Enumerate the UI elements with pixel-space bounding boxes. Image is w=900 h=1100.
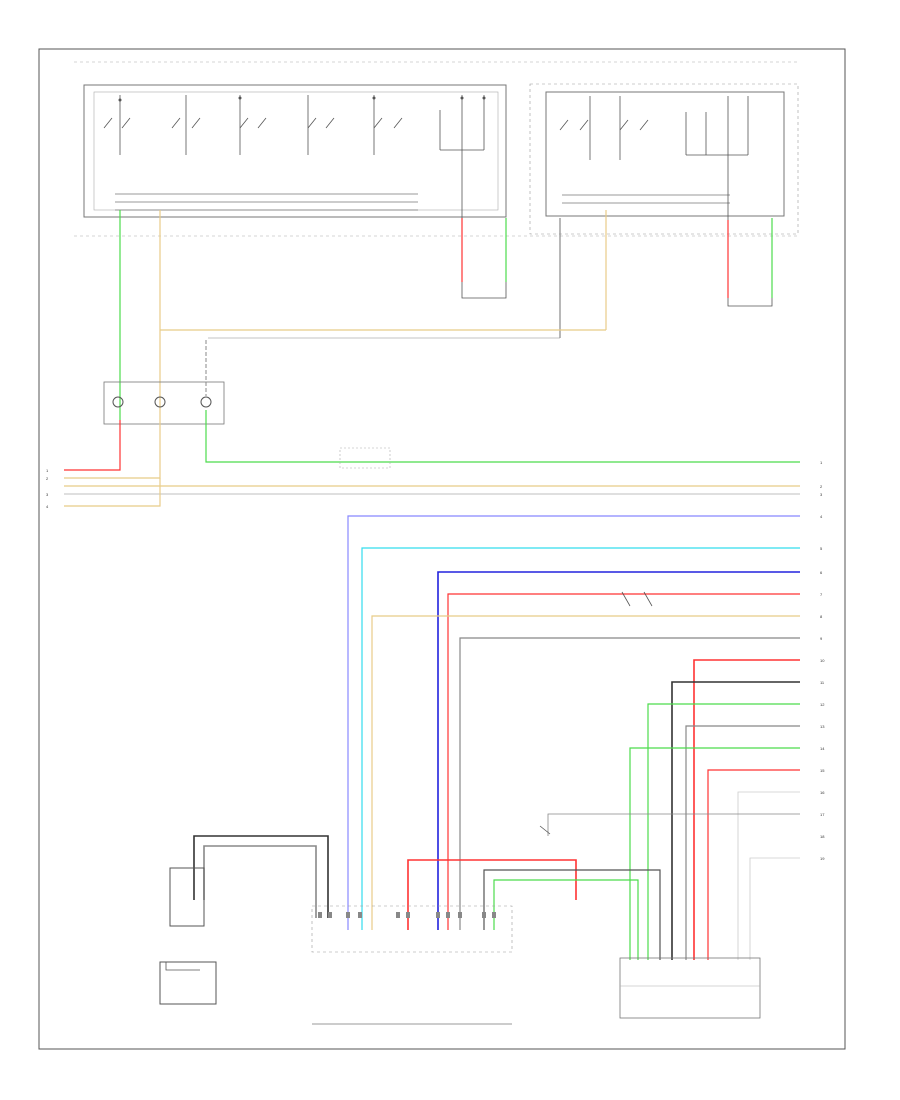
lower-middle-module	[311, 905, 513, 1025]
left-pin-label: 1	[46, 468, 49, 473]
diagram-frame	[38, 48, 846, 1050]
left-pin-label: 3	[46, 492, 49, 497]
right-pin-label: 6	[820, 570, 823, 575]
lower-right-module	[619, 957, 761, 1019]
lower-left-module	[159, 835, 329, 1005]
right-pin-label: 8	[820, 614, 823, 619]
junction-connector	[103, 340, 225, 425]
left-bus-wires	[64, 410, 800, 507]
right-pin-label: 19	[820, 856, 825, 861]
right-pin-label: 13	[820, 724, 825, 729]
left-pin-label: 4	[46, 504, 49, 509]
right-pin-label: 1	[820, 460, 823, 465]
right-pin-label: 11	[820, 680, 825, 685]
right-pin-label: 10	[820, 658, 825, 663]
right-pin-label: 15	[820, 768, 825, 773]
switch-module-left	[74, 61, 800, 237]
ground-symbols	[461, 282, 773, 307]
right-pin-label: 3	[820, 492, 823, 497]
left-connector-labels: 1 2 3 4	[46, 468, 49, 509]
right-bus-wires	[347, 515, 800, 960]
right-pin-label: 14	[820, 746, 825, 751]
right-pin-label: 16	[820, 790, 825, 795]
inline-splice-box	[339, 447, 391, 469]
right-pin-label: 4	[820, 514, 823, 519]
right-pin-label: 17	[820, 812, 825, 817]
right-pin-label: 12	[820, 702, 825, 707]
right-pin-label: 9	[820, 636, 823, 641]
right-pin-label: 7	[820, 592, 823, 597]
right-pin-label: 5	[820, 546, 823, 551]
upper-wires	[119, 210, 773, 420]
right-pin-label: 18	[820, 834, 825, 839]
switch-module-right	[529, 83, 799, 235]
right-pin-label: 2	[820, 484, 823, 489]
relay-switch	[539, 591, 653, 835]
left-pin-label: 2	[46, 476, 49, 481]
